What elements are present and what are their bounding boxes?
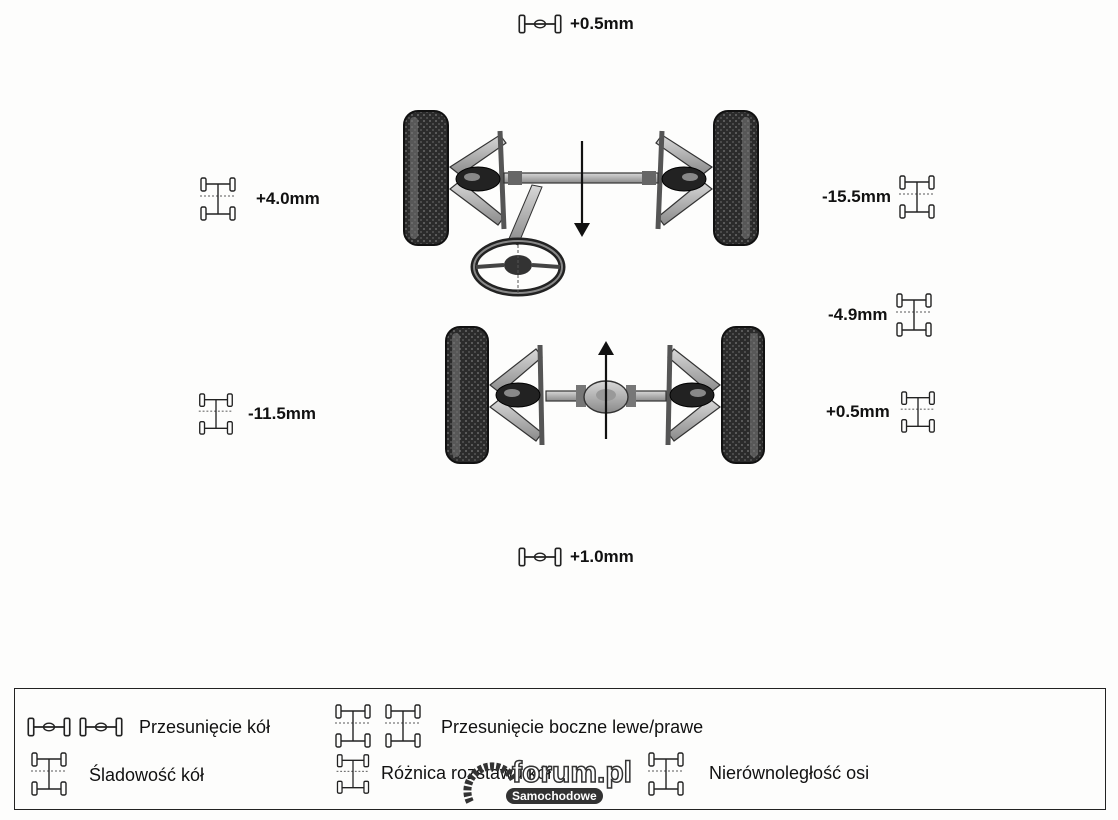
watermark-sub: Samochodowe [506,788,603,804]
measurement-top-value: +0.5mm [570,14,634,33]
wheelbase-difference-icon [196,392,236,436]
front-axle [403,110,759,297]
measurement-rear-left: -11.5mm [196,392,316,436]
lateral-offset-left-legend-icon [333,703,373,749]
lateral-offset-left-icon [198,176,238,222]
measurement-bottom-value: +1.0mm [570,547,634,566]
lateral-offset-right-legend-icon [383,703,423,749]
legend-track-width: Śladowość kół [89,765,205,785]
rear-axle [445,326,765,464]
measurement-rear-right: +0.5mm [826,390,940,434]
track-width-legend-icon [29,751,69,797]
watermark-logo: forum.pl Samochodowe [462,755,662,814]
legend-axle-offset: Nierównoległość osi [709,763,870,783]
tire-logo-icon [463,762,518,804]
measurement-front-left: +4.0mm [198,176,320,222]
measurement-front-left-value: +4.0mm [256,189,320,208]
measurement-front-right: -15.5mm [822,174,937,220]
axle-offset-icon [896,390,940,434]
wheelbase-difference-legend-icon [333,753,373,795]
track-width-icon [894,292,934,338]
wheel-offset-icon-a [27,715,71,739]
wheel-offset-icon-b [79,715,123,739]
wheel-offset-front-icon [516,12,564,36]
legend-wheel-offset: Przesunięcie kół [139,717,271,737]
measurement-rear-right-value: +0.5mm [826,402,890,421]
measurement-front-right-value: -15.5mm [822,187,891,206]
measurement-bottom: +1.0mm [516,545,634,569]
wheel-offset-rear-icon [516,545,564,569]
measurement-top: +0.5mm [516,12,634,36]
measurement-middle-right: -4.9mm [828,292,934,338]
lateral-offset-right-icon [897,174,937,220]
legend-wheelbase-difference: Różnica rozstawu kół [381,763,552,783]
measurement-rear-left-value: -11.5mm [248,404,317,423]
watermark-brand: forum.pl [511,755,633,790]
chassis-diagram [403,110,765,464]
legend-lateral-offset: Przesunięcie boczne lewe/prawe [441,717,704,737]
measurement-middle-right-value: -4.9mm [828,305,888,324]
front-right-tire [713,110,759,246]
